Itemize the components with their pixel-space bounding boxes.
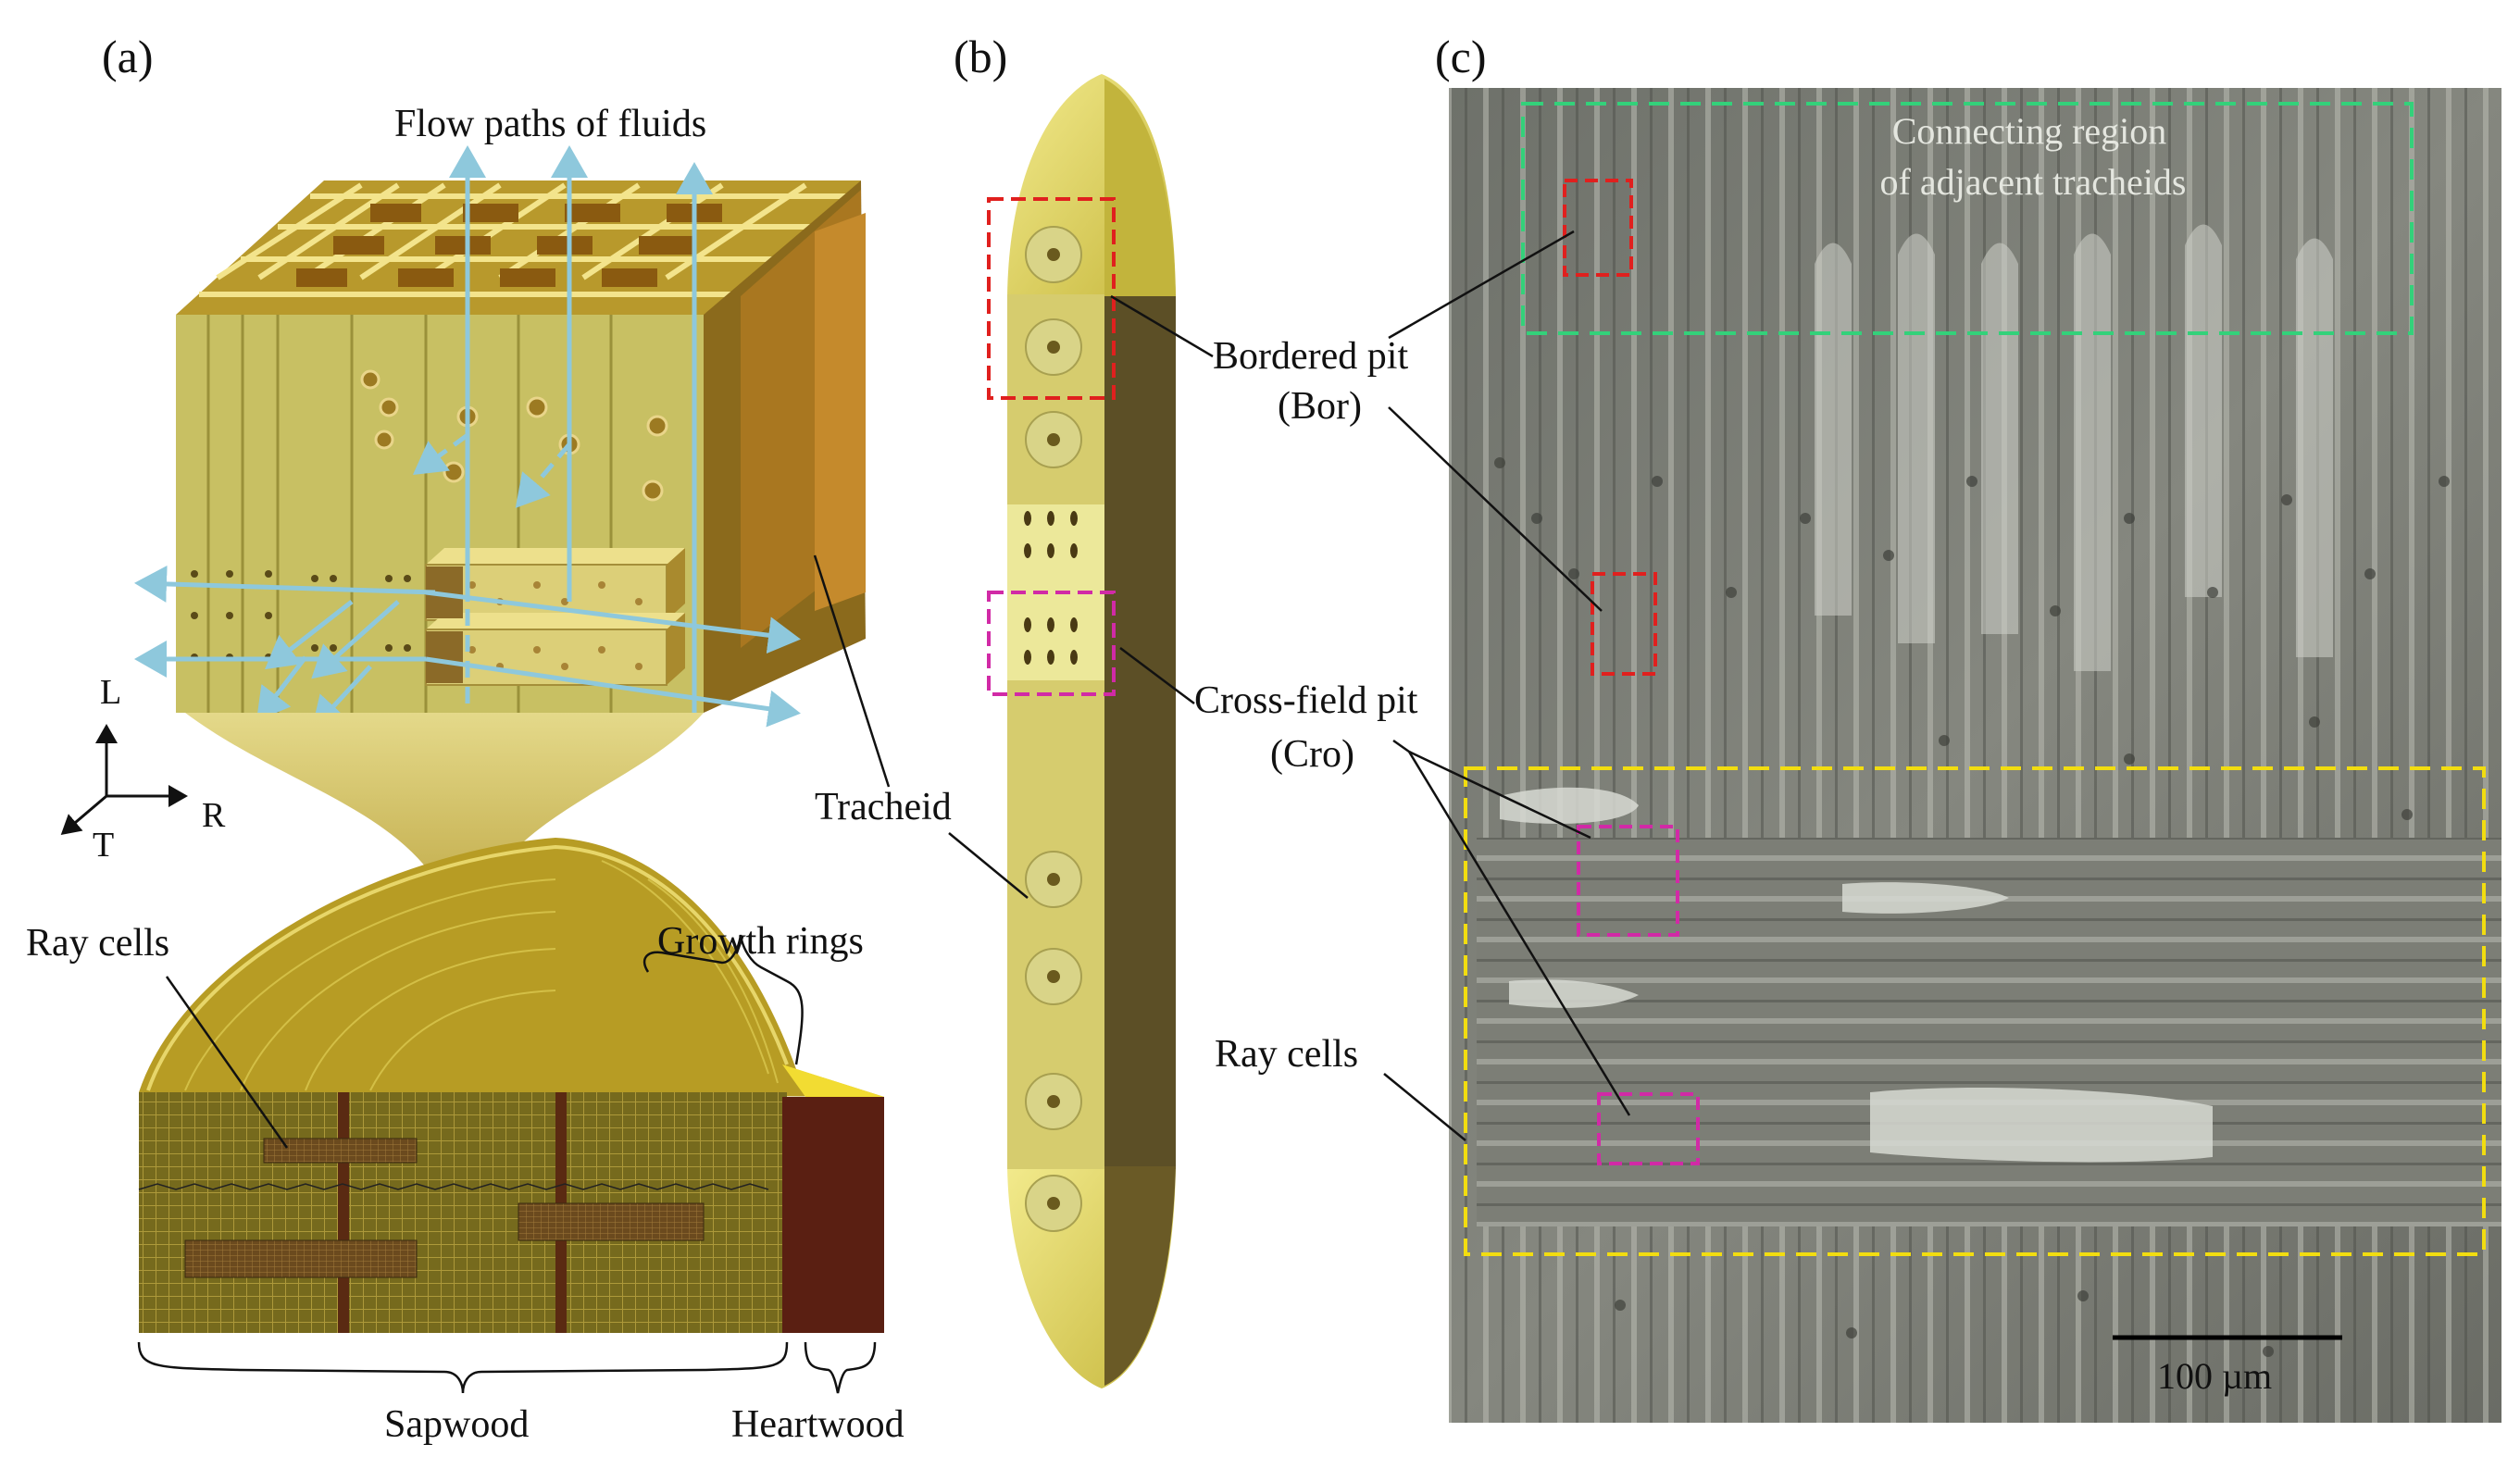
sapwood-label: Sapwood — [384, 1403, 529, 1446]
bordered-pit-abbr: (Bor) — [1278, 385, 1362, 428]
scale-bar-label: 100 µm — [2157, 1355, 2272, 1397]
axis-label-L: L — [100, 673, 121, 712]
flow-path-arrows — [134, 145, 801, 730]
cross-field-pit-box-b — [987, 591, 1116, 696]
bordered-pit-box-c1 — [1563, 179, 1633, 277]
growth-rings-label: Growth rings — [657, 920, 864, 963]
zoom-funnel — [185, 713, 704, 953]
bordered-pit-box-c2 — [1591, 572, 1657, 676]
ray-cells-label-b: Ray cells — [1215, 1033, 1358, 1076]
tracheid-block — [176, 181, 866, 713]
cross-field-pit-label: Cross-field pit — [1194, 679, 1418, 722]
connecting-region-label-1: Connecting region — [1892, 110, 2167, 152]
ray-cells-region-box — [1464, 766, 2486, 1256]
connecting-region-box — [1521, 102, 2414, 335]
panel-a: (a) — [26, 31, 904, 1446]
connecting-region-label-2: of adjacent tracheids — [1880, 161, 2187, 203]
panel-b-letter: (b) — [954, 31, 1007, 82]
scale-bar: 100 µm — [2113, 1335, 2342, 1397]
axis-label-R: R — [202, 796, 226, 835]
panel-b: (b) — [815, 31, 1418, 1388]
panel-a-letter: (a) — [102, 31, 154, 82]
tracheid-leader-line-a — [813, 554, 891, 788]
tracheid-label: Tracheid — [815, 786, 952, 828]
leader-lines-c — [1383, 230, 1631, 1141]
cross-field-pit-box-c2 — [1597, 1092, 1700, 1165]
wood-wedge — [138, 838, 884, 1333]
sem-micrograph: 100 µm Connecting region of adjacent tra… — [1449, 88, 2501, 1423]
cross-field-pit-abbr: (Cro) — [1270, 733, 1354, 776]
bordered-pit-label: Bordered pit — [1213, 335, 1408, 378]
panel-c-letter: (c) — [1435, 31, 1487, 82]
flow-paths-label: Flow paths of fluids — [394, 103, 706, 145]
tracheid-model — [987, 74, 1176, 1388]
brackets — [137, 934, 877, 1394]
panel-c: (c) — [1383, 31, 2501, 1423]
cross-field-pit-box-c1 — [1577, 825, 1679, 937]
axis-label-T: T — [93, 826, 114, 865]
ray-cells-label-a: Ray cells — [26, 922, 169, 965]
axis-indicator — [60, 724, 188, 835]
heartwood-label: Heartwood — [731, 1403, 904, 1446]
